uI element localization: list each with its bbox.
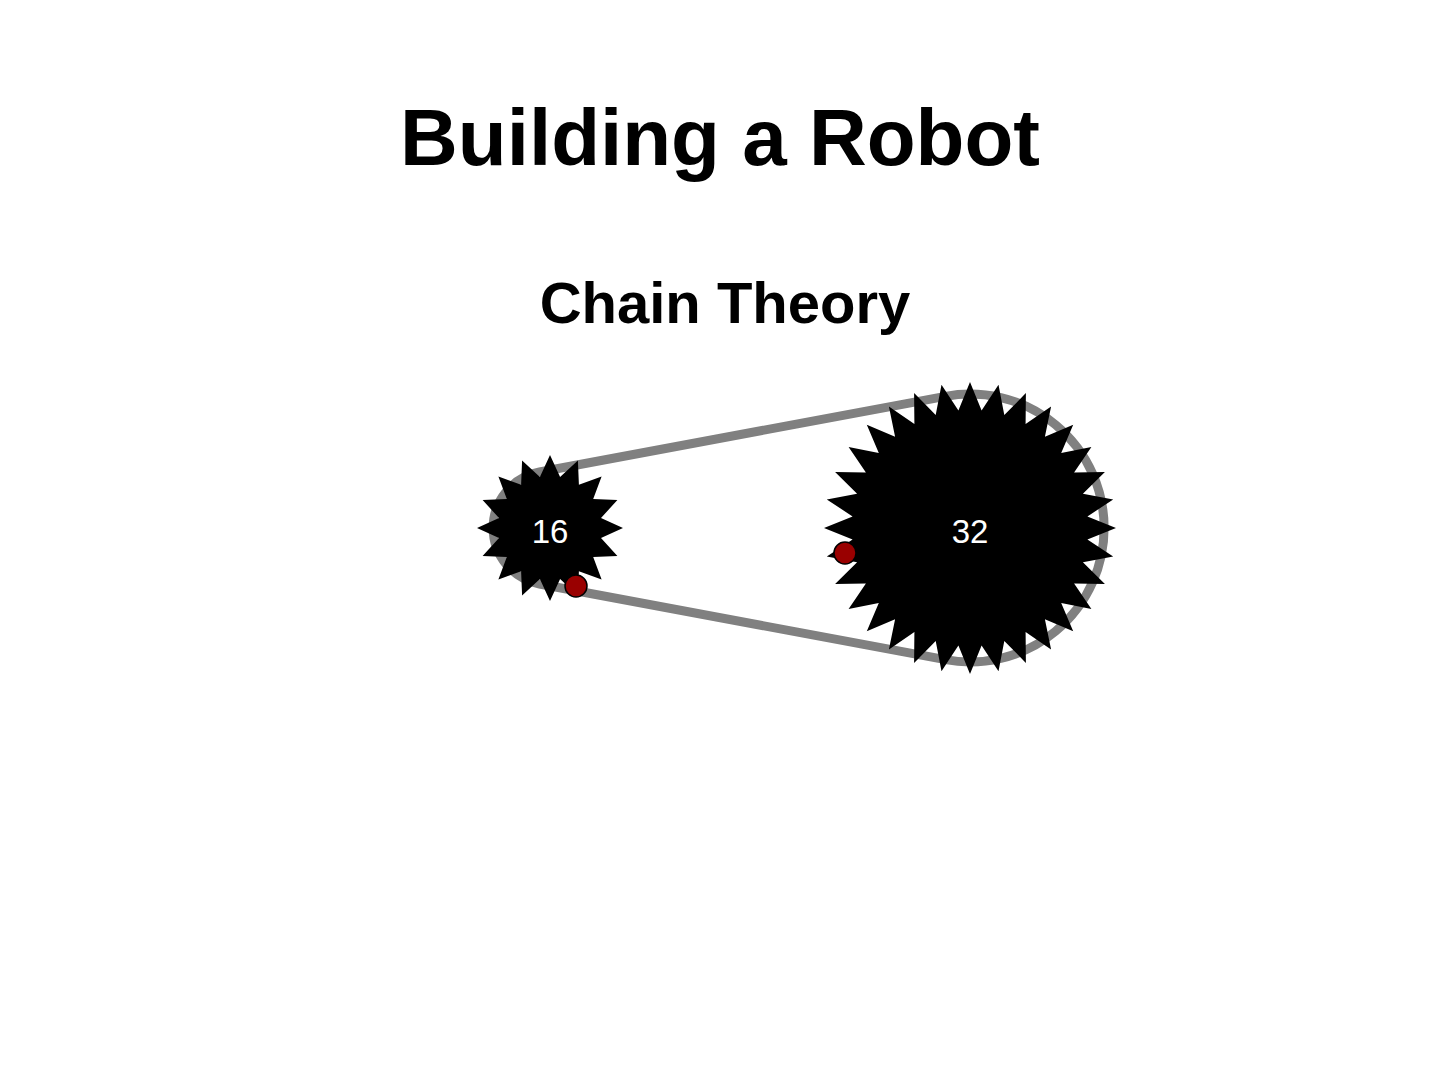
marker-dot [834,542,856,564]
gear-teeth [824,382,1116,674]
marker-dot [565,575,587,597]
sprocket-gear: 32 [824,382,1116,674]
title: Building a Robot [0,88,1440,188]
tooth-count: 32 [824,513,1116,551]
tooth-count: 16 [477,513,623,551]
subtitle: Chain Theory [0,268,1440,338]
gear-teeth [477,455,623,601]
sprocket-gear: 16 [477,455,623,601]
